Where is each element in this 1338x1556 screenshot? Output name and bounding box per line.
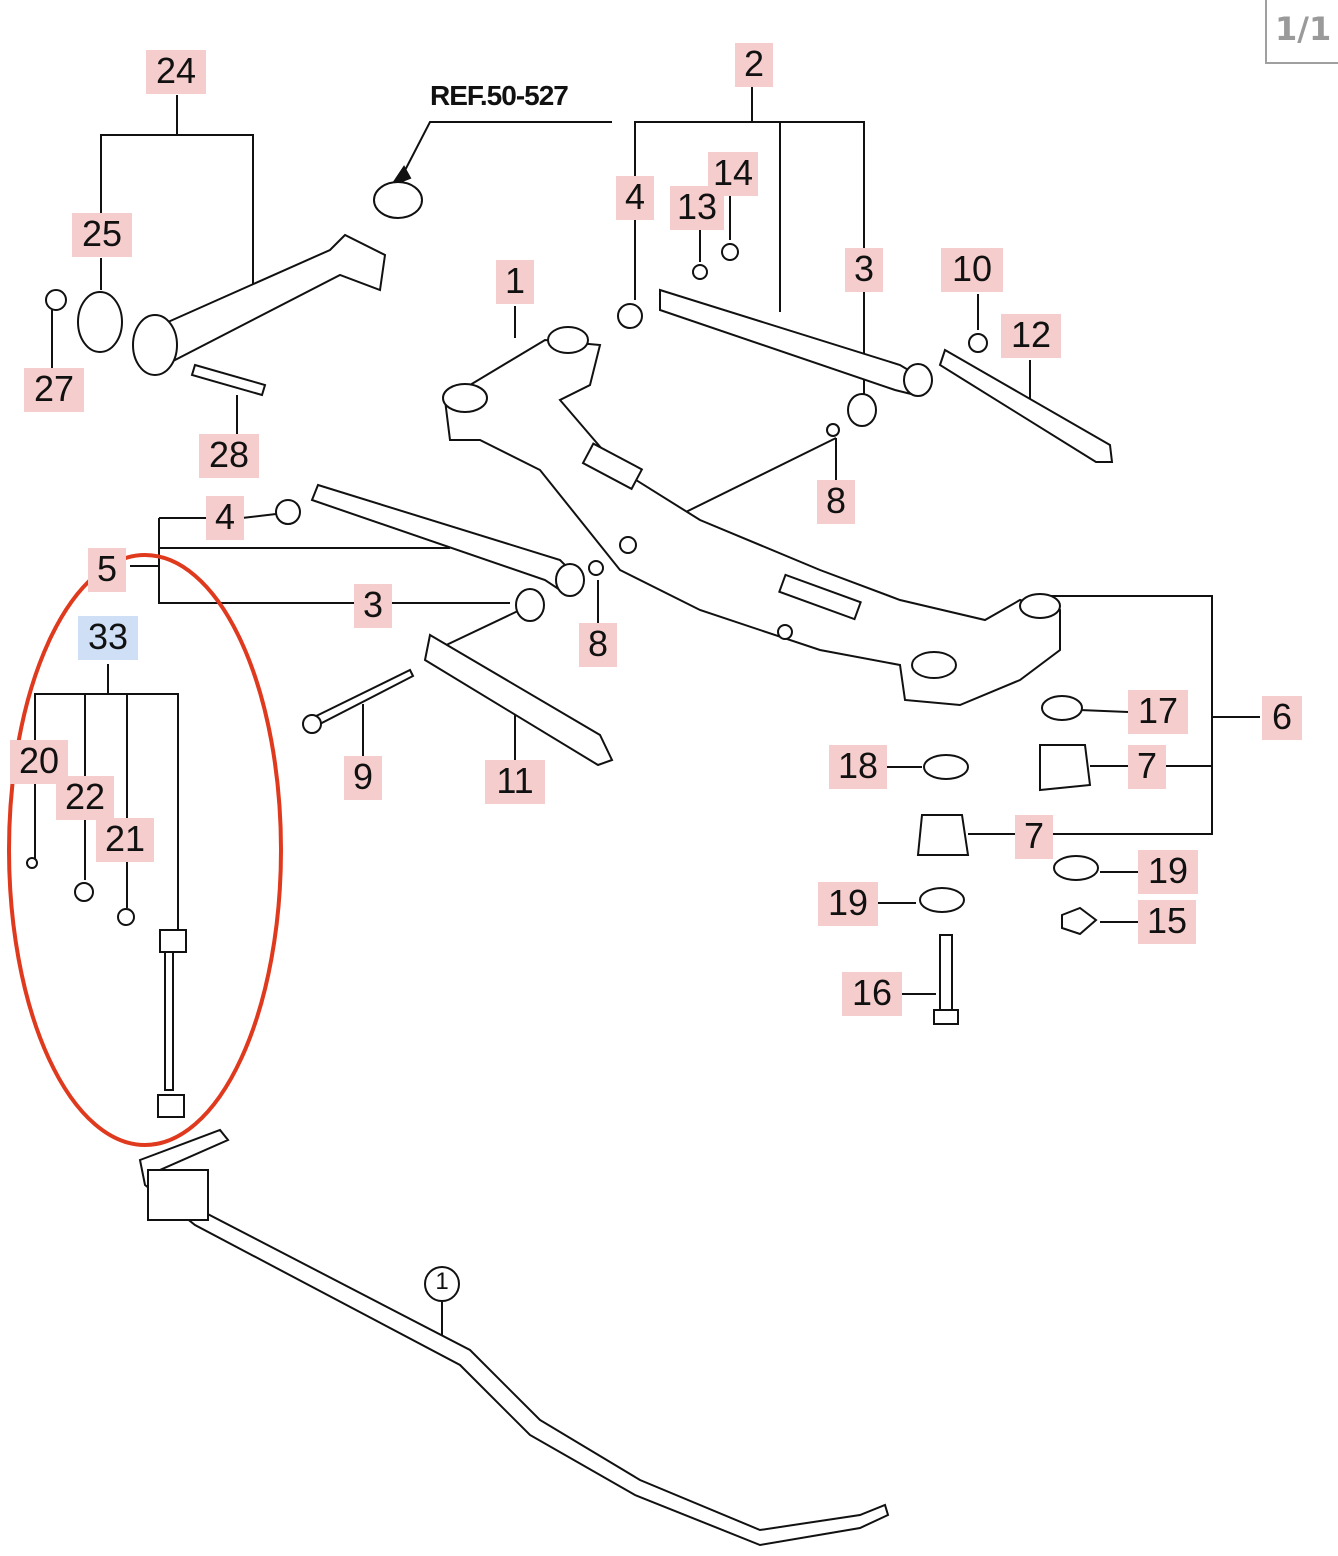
suspension-parts [26,181,1114,1547]
page-indicator: 1/1 [1265,0,1338,64]
callout-22[interactable]: 22 [56,776,114,820]
callout-9[interactable]: 9 [344,756,382,800]
callout-1[interactable]: 1 [496,260,534,304]
callout-15[interactable]: 15 [1138,900,1196,944]
callout-3b[interactable]: 3 [354,584,392,628]
callout-19a[interactable]: 19 [1138,850,1198,894]
callout-28[interactable]: 28 [199,434,259,478]
callout-7b[interactable]: 7 [1015,815,1053,859]
callout-25[interactable]: 25 [72,213,132,257]
callout-12[interactable]: 12 [1001,314,1061,358]
callout-11[interactable]: 11 [485,760,545,804]
callout-27[interactable]: 27 [24,368,84,412]
callout-5[interactable]: 5 [88,548,126,592]
callout-21[interactable]: 21 [96,818,154,862]
callout-24[interactable]: 24 [146,50,206,94]
callout-19b[interactable]: 19 [818,882,878,926]
callout-10[interactable]: 10 [941,248,1003,292]
callout-4b[interactable]: 4 [206,496,244,540]
callout-18[interactable]: 18 [829,745,887,789]
callout-8b[interactable]: 8 [579,623,617,667]
callout-4a[interactable]: 4 [616,176,654,220]
stabilizer-bar-callout: 1 [424,1266,460,1302]
reference-label: REF.50-527 [430,80,569,111]
highlight-ring [7,553,283,1147]
callout-17[interactable]: 17 [1128,690,1188,734]
callout-16[interactable]: 16 [842,972,902,1016]
callout-3a[interactable]: 3 [845,248,883,292]
callout-7a[interactable]: 7 [1128,745,1166,789]
callout-33[interactable]: 33 [78,616,138,660]
callout-13[interactable]: 13 [670,186,724,230]
callout-2[interactable]: 2 [735,43,773,87]
callout-8a[interactable]: 8 [817,480,855,524]
callout-6[interactable]: 6 [1262,696,1302,740]
